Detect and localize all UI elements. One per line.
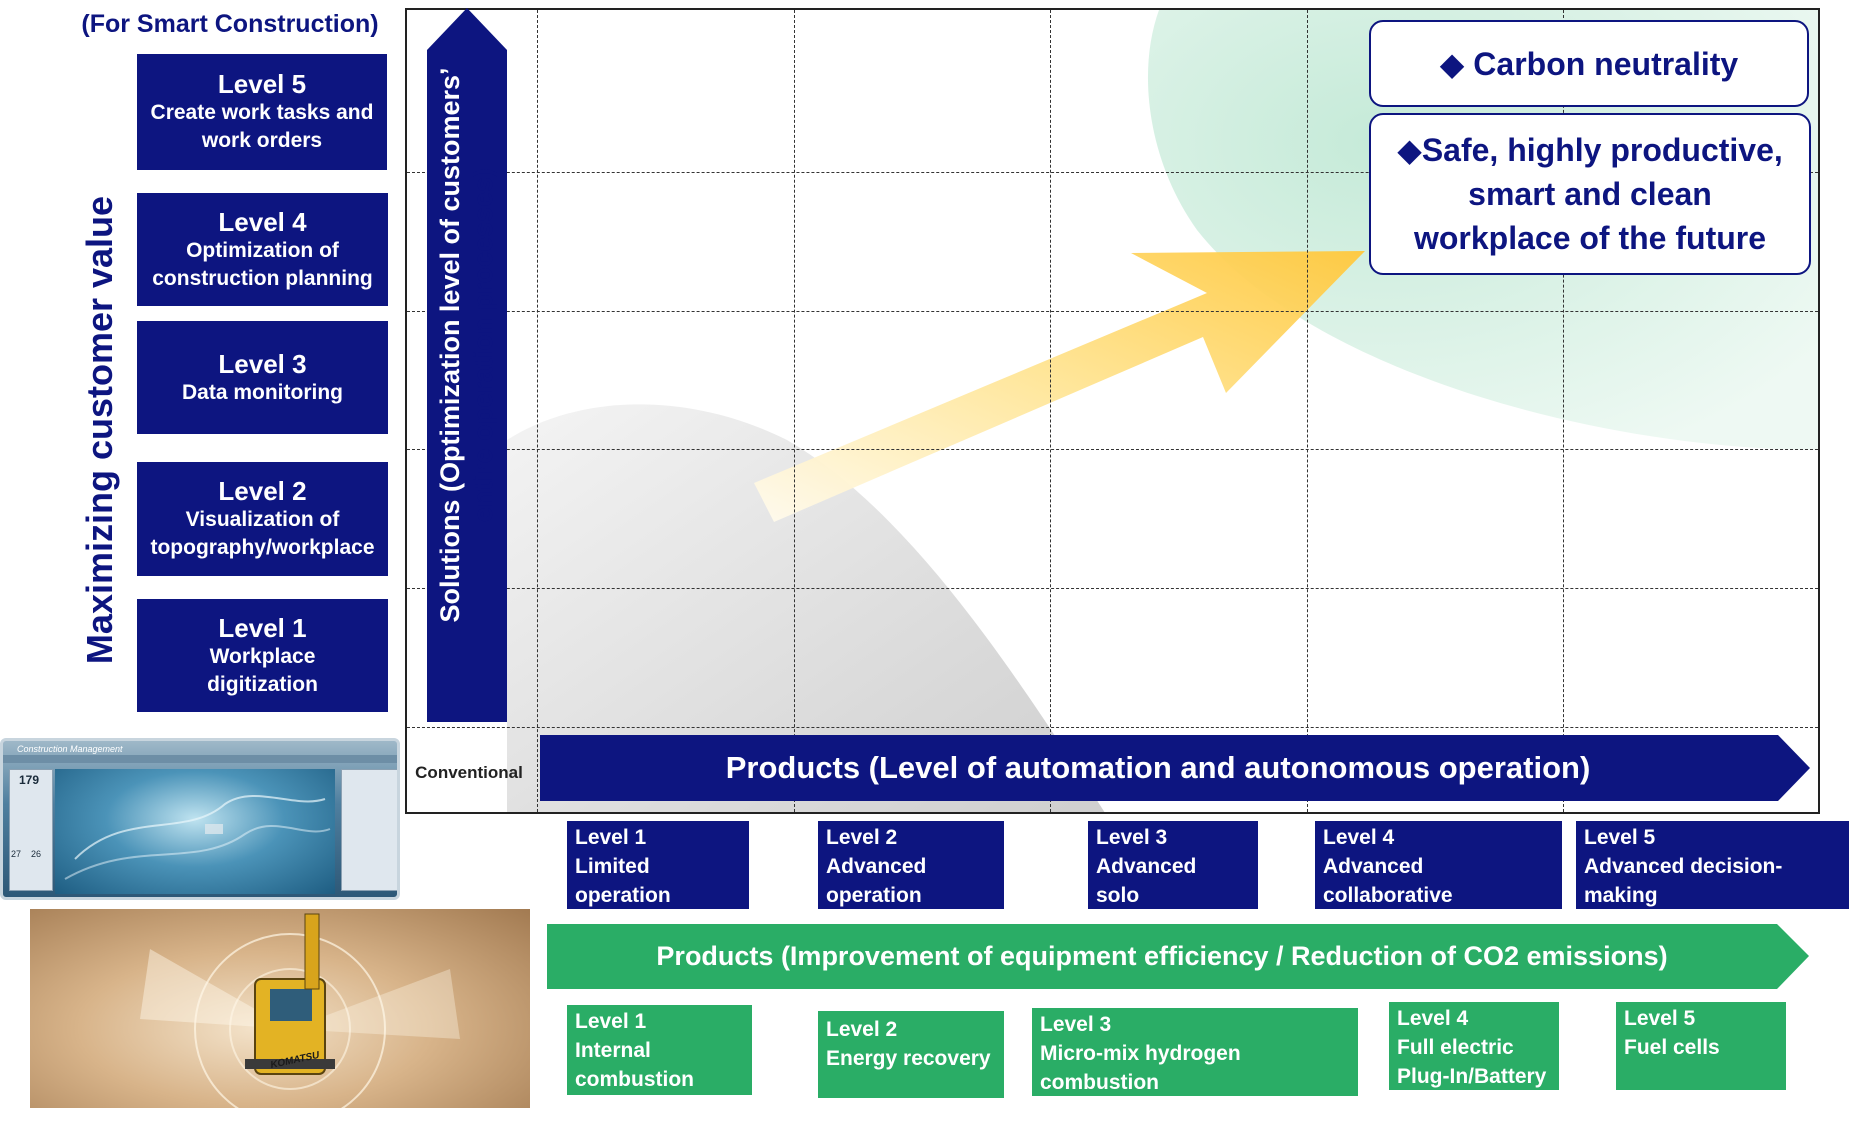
excavator-icon <box>140 913 460 1108</box>
screen-readout-2: 27 <box>11 849 22 859</box>
solution-level-4: Level 4 Optimization of construction pla… <box>137 193 388 306</box>
screen-title: Construction Management <box>17 744 123 754</box>
construction-management-screen-image: Construction Management 179 27 26 <box>0 738 400 900</box>
future-workplace-goal: ◆Safe, highly productive, smart and clea… <box>1369 113 1811 275</box>
terrain-icon <box>64 795 331 880</box>
conventional-area-shape <box>507 404 1105 812</box>
solutions-arrow <box>427 8 507 722</box>
products-efficiency-arrow <box>547 924 1809 989</box>
solution-level-2: Level 2 Visualization of topography/work… <box>137 462 388 576</box>
left-header: (For Smart Construction) <box>81 10 379 38</box>
products-automation-label: Products (Level of automation and autono… <box>725 750 1591 785</box>
screen-readout-3: 26 <box>31 849 42 859</box>
conventional-label: Conventional <box>415 763 523 782</box>
products-automation-arrow <box>540 735 1810 801</box>
products-efficiency-label: Products (Improvement of equipment effic… <box>656 941 1668 971</box>
growth-arrow <box>754 251 1365 522</box>
carbon-neutrality-goal: ◆ Carbon neutrality <box>1369 20 1809 107</box>
screen-readout-1: 179 <box>19 773 40 787</box>
solution-level-1: Level 1 Workplace digitization <box>137 599 388 712</box>
excavator-photo: KOMATSU <box>30 909 530 1108</box>
solution-level-5: Level 5 Create work tasks and work order… <box>137 54 387 170</box>
solution-level-3: Level 3 Data monitoring <box>137 321 388 434</box>
